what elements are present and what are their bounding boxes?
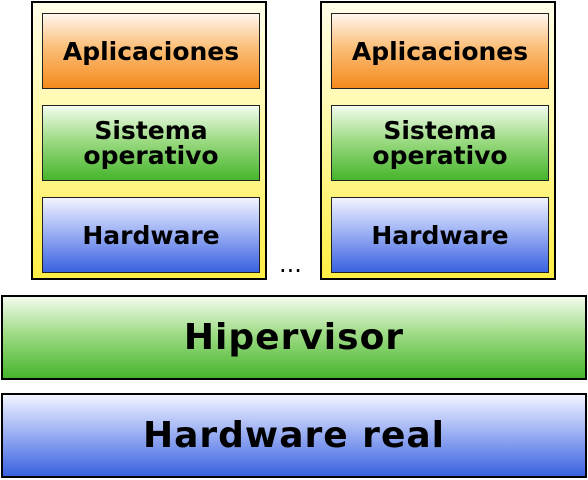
virtual-hardware-layer: Hardware [42, 197, 260, 273]
virtual-machine-2: Aplicaciones Sistema operativo Hardware [320, 1, 556, 280]
applications-layer: Aplicaciones [331, 13, 549, 89]
os-label-line1: Sistema [383, 116, 497, 145]
applications-label: Aplicaciones [62, 36, 240, 66]
os-label-line2: operativo [372, 141, 508, 170]
os-label-line2: operativo [83, 141, 219, 170]
virtual-machine-1: Aplicaciones Sistema operativo Hardware [31, 1, 267, 280]
virtual-hardware-layer: Hardware [331, 197, 549, 273]
operating-system-layer: Sistema operativo [331, 105, 549, 181]
more-vms-ellipsis: ... [279, 250, 302, 278]
applications-layer: Aplicaciones [42, 13, 260, 89]
operating-system-layer: Sistema operativo [42, 105, 260, 181]
real-hardware-layer: Hardware real [1, 393, 587, 478]
hypervisor-layer: Hipervisor [1, 295, 587, 380]
hardware-label: Hardware [82, 220, 220, 250]
os-label-line1: Sistema [94, 116, 208, 145]
hardware-label: Hardware [371, 220, 509, 250]
real-hardware-label: Hardware real [142, 415, 445, 456]
applications-label: Aplicaciones [351, 36, 529, 66]
hypervisor-label: Hipervisor [183, 317, 405, 358]
